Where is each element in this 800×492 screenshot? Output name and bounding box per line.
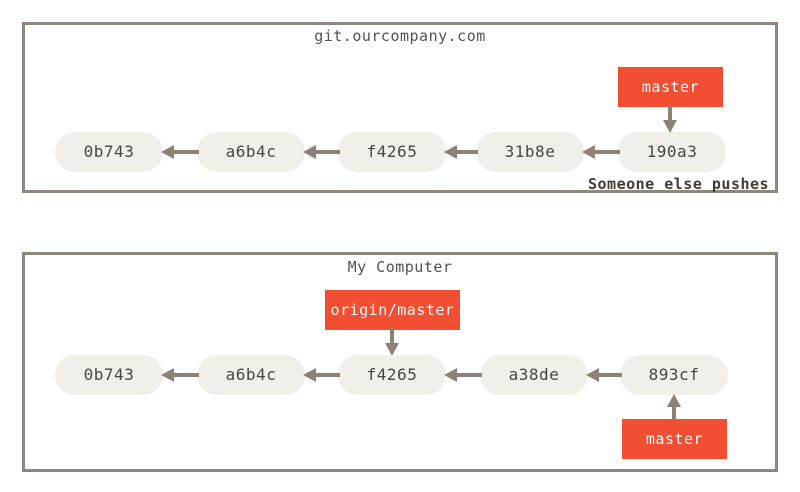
origin-master-label: origin/master — [325, 290, 460, 330]
local-commit-893cf: 893cf — [620, 355, 728, 395]
arrow-shaft — [314, 150, 340, 154]
server-commit-31b8e: 31b8e — [476, 132, 584, 172]
arrow-shaft — [455, 373, 482, 377]
arrow-shaft — [668, 105, 672, 122]
arrow-left-icon — [303, 367, 340, 383]
arrow-shaft — [172, 373, 199, 377]
arrow-head — [663, 120, 677, 133]
arrow-head — [667, 394, 681, 407]
arrow-up-icon — [666, 394, 682, 421]
arrow-head — [303, 145, 316, 159]
server-repo-box — [22, 22, 778, 193]
arrow-head — [161, 368, 174, 382]
arrow-head — [161, 145, 174, 159]
arrow-shaft — [593, 150, 620, 154]
server-commit-a6b4c: a6b4c — [197, 132, 305, 172]
local-commit-f4265: f4265 — [338, 355, 446, 395]
arrow-left-icon — [582, 144, 620, 160]
arrow-shaft — [597, 373, 622, 377]
arrow-left-icon — [161, 144, 199, 160]
server-commit-190a3: 190a3 — [618, 132, 726, 172]
someone-else-pushes-annotation: Someone else pushes — [588, 175, 770, 193]
arrow-head — [444, 368, 457, 382]
arrow-down-icon — [384, 328, 400, 356]
arrow-left-icon — [444, 367, 482, 383]
arrow-left-icon — [303, 144, 340, 160]
local-box-title: My Computer — [347, 258, 453, 276]
arrow-down-icon — [662, 105, 678, 133]
server-commit-0b743: 0b743 — [55, 132, 163, 172]
local-commit-a6b4c: a6b4c — [197, 355, 305, 395]
arrow-left-icon — [586, 367, 622, 383]
arrow-shaft — [455, 150, 478, 154]
server-master-branch-label: master — [618, 67, 723, 107]
arrow-shaft — [672, 405, 676, 421]
arrow-shaft — [390, 328, 394, 345]
arrow-head — [385, 343, 399, 356]
arrow-head — [586, 368, 599, 382]
arrow-head — [444, 145, 457, 159]
arrow-shaft — [314, 373, 340, 377]
local-commit-0b743: 0b743 — [55, 355, 163, 395]
arrow-left-icon — [444, 144, 478, 160]
arrow-left-icon — [161, 367, 199, 383]
arrow-head — [303, 368, 316, 382]
local-master-branch-label: master — [622, 419, 727, 459]
local-repo-box — [22, 252, 778, 472]
server-box-title: git.ourcompany.com — [314, 27, 486, 45]
local-commit-a38de: a38de — [480, 355, 588, 395]
server-commit-f4265: f4265 — [338, 132, 446, 172]
arrow-head — [582, 145, 595, 159]
arrow-shaft — [172, 150, 199, 154]
